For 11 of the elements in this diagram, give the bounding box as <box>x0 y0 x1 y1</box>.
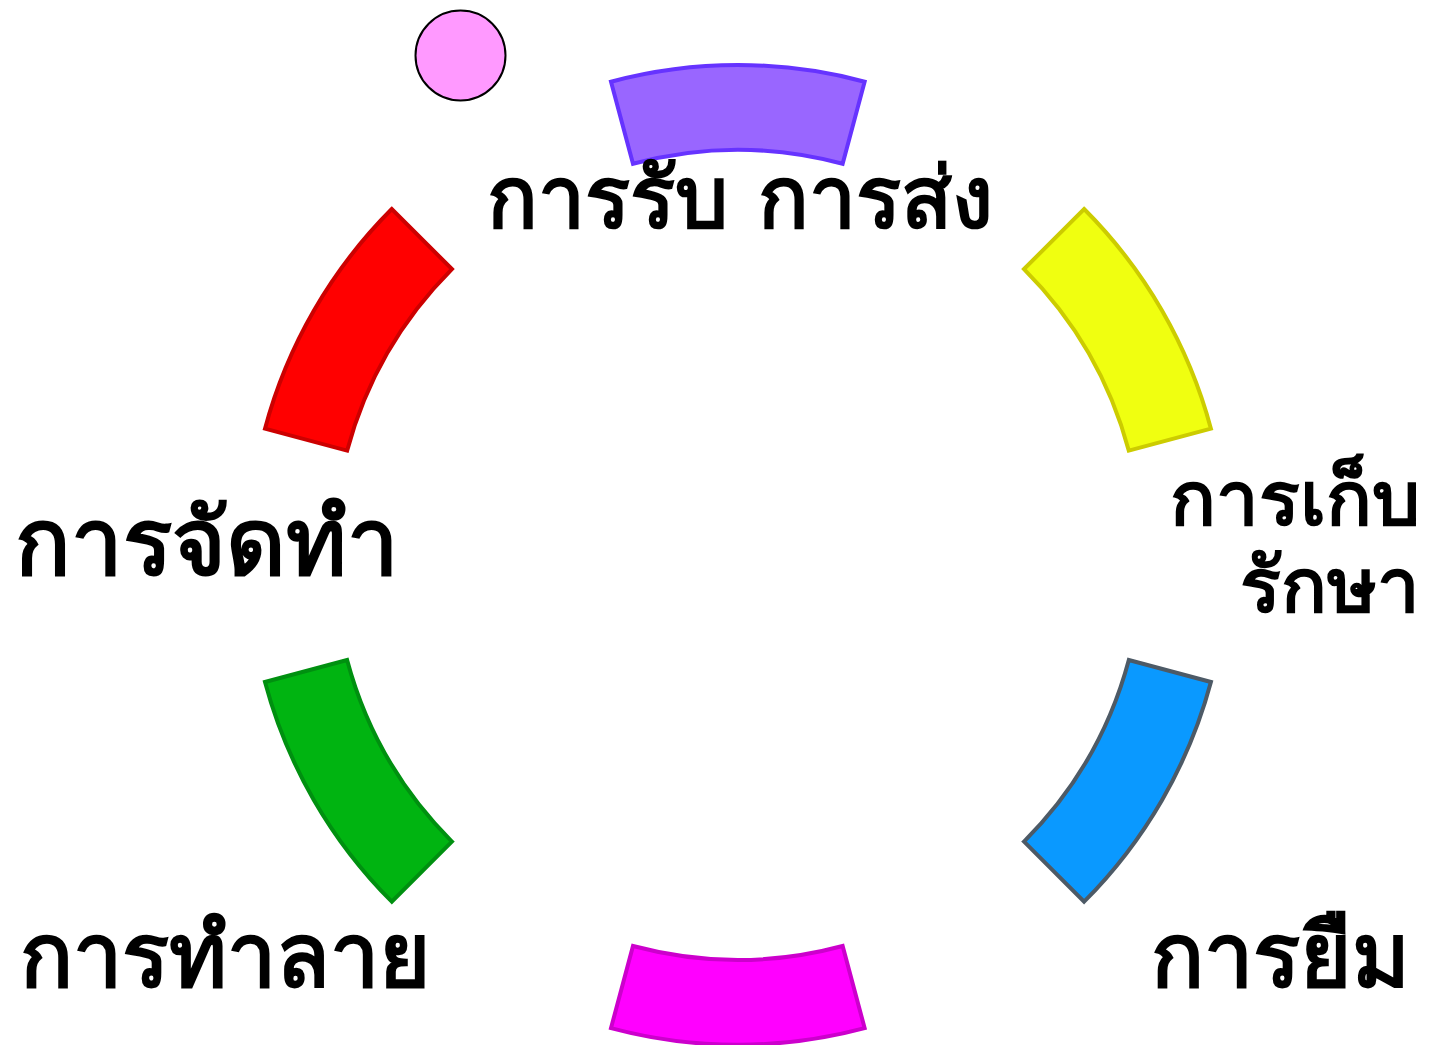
ring-segment <box>261 205 455 454</box>
stage-label: การจัดทำ <box>15 490 400 596</box>
stage-label: การทำลาย <box>20 905 432 1007</box>
stage-label: การยืม <box>1150 905 1410 1007</box>
ring-segment <box>1021 656 1215 905</box>
ring-segment <box>1021 205 1215 454</box>
ring-segment <box>261 656 455 905</box>
ring-segment <box>608 943 868 1045</box>
stage-label: การเก็บรักษา <box>1169 455 1420 630</box>
dot <box>414 9 507 102</box>
stage-label: การรับ การส่ง <box>486 150 994 247</box>
